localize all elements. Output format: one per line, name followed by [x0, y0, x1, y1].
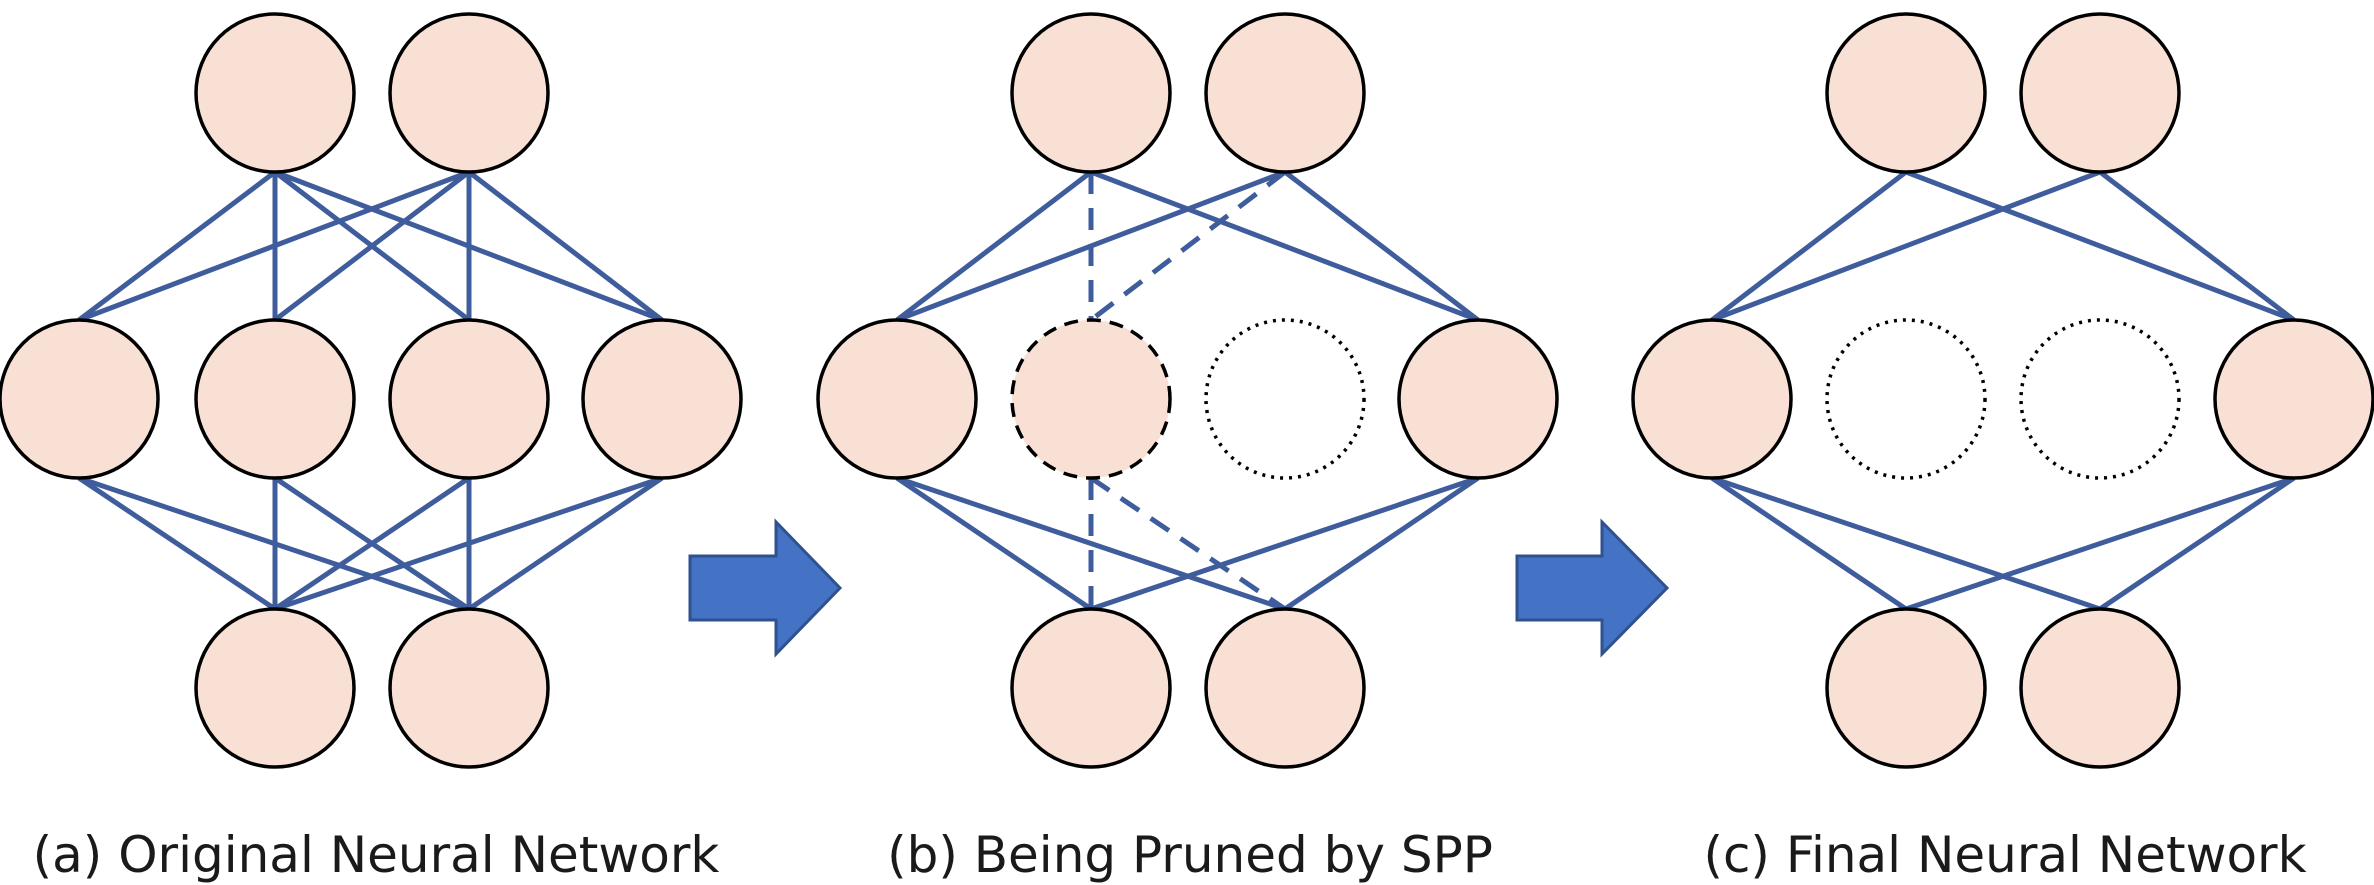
neuron — [1825, 12, 1987, 174]
panel-original-network: (a) Original Neural Network — [0, 12, 743, 884]
removed-neuron — [1204, 318, 1366, 480]
connection — [1905, 169, 2295, 323]
pruning-connection — [1089, 475, 1287, 612]
removed-neuron — [2019, 318, 2181, 480]
neuron — [388, 12, 550, 174]
connection — [1710, 170, 1908, 322]
panel-a-caption: (a) Original Neural Network — [33, 826, 720, 884]
panel-c-edges — [1710, 169, 2296, 612]
neuron — [816, 318, 978, 480]
neuron — [2019, 12, 2181, 174]
neuron — [0, 318, 160, 480]
panel-a-nodes — [0, 12, 743, 769]
neuron — [1010, 12, 1172, 174]
connection — [78, 169, 470, 323]
panel-c-nodes — [1631, 12, 2374, 769]
connection — [273, 475, 471, 612]
connection — [895, 170, 1093, 322]
connection — [1283, 475, 1480, 612]
pruning-connection — [1089, 170, 1287, 322]
connection — [1905, 475, 2295, 612]
panel-c-caption: (c) Final Neural Network — [1703, 826, 2306, 884]
panel-being-pruned: (b) Being Pruned by SPP — [816, 12, 1559, 884]
panel-a-edges — [77, 169, 664, 612]
neuron — [194, 318, 356, 480]
neuron — [1631, 318, 1793, 480]
connection — [1710, 475, 1908, 612]
neuron — [194, 12, 356, 174]
neuron — [388, 607, 550, 769]
connection — [77, 170, 277, 322]
right-arrow-icon — [1515, 518, 1670, 658]
connection — [896, 169, 1286, 323]
neuron — [388, 318, 550, 480]
neuron — [1397, 318, 1559, 480]
neuron — [1204, 12, 1366, 174]
connection — [2098, 475, 2296, 612]
connection — [896, 475, 1286, 612]
removed-neuron — [1825, 318, 1987, 480]
right-arrow-icon — [688, 518, 843, 658]
connection — [1283, 170, 1480, 322]
connection — [895, 475, 1093, 612]
pruning-neuron — [1010, 318, 1172, 480]
connection — [1090, 169, 1479, 323]
panel-b-nodes — [816, 12, 1559, 769]
neuron — [194, 607, 356, 769]
panel-final-network: (c) Final Neural Network — [1631, 12, 2374, 884]
connection — [77, 475, 277, 612]
neuron — [1825, 607, 1987, 769]
neuron — [2213, 318, 2374, 480]
neuron — [2019, 607, 2181, 769]
panel-b-caption: (b) Being Pruned by SPP — [887, 826, 1493, 884]
connection — [1711, 169, 2101, 323]
connection — [273, 170, 471, 322]
connection — [467, 170, 664, 322]
panel-b-edges — [895, 169, 1480, 612]
connection — [1090, 475, 1479, 612]
neuron — [1010, 607, 1172, 769]
connection — [2098, 170, 2296, 322]
neuron — [581, 318, 743, 480]
connection — [1711, 475, 2101, 612]
connection — [467, 475, 664, 612]
neuron — [1204, 607, 1366, 769]
connection — [274, 475, 663, 612]
